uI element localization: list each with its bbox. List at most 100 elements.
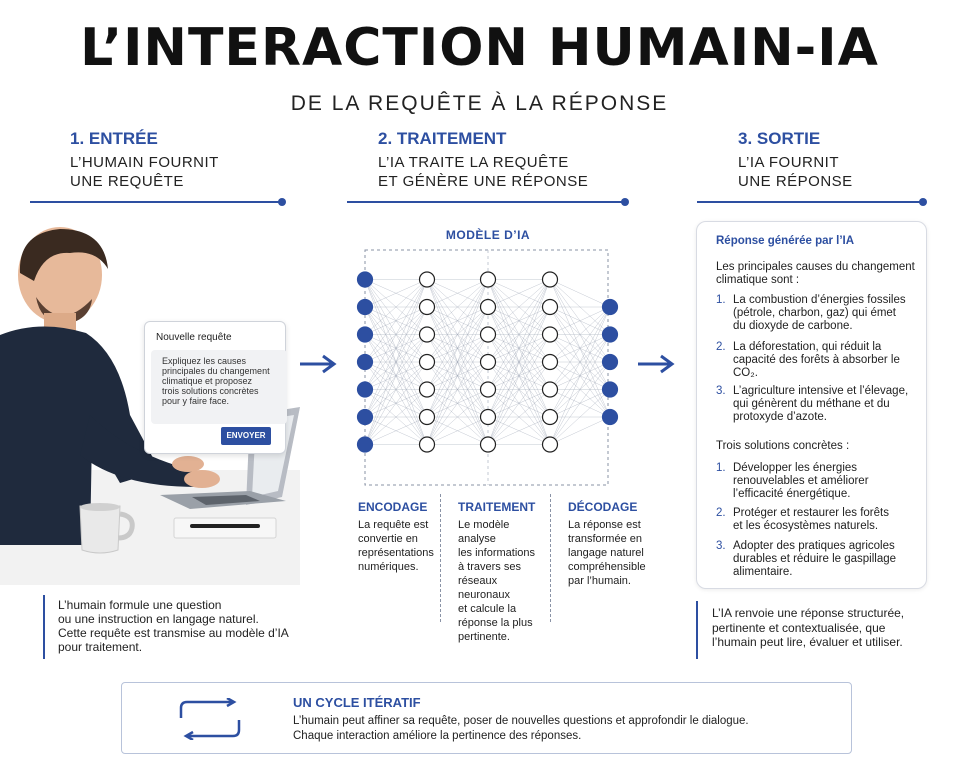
phase-decoding: DÉCODAGE La réponse est transformée en l… [568,500,658,588]
network-connection [426,389,489,445]
network-connection [549,389,611,445]
request-text-line: climatique et proposez [162,376,253,386]
list-text: Développer les énergies renouvelables et… [733,462,869,501]
network-connection [487,279,551,363]
phase-processing-text: Le modèle analyse les informations à tra… [458,518,548,644]
response-line: alimentaire. [733,566,793,578]
neuron-node [601,353,619,371]
network-connection [487,279,551,418]
neuron-node [601,326,619,343]
step-input-rule-dot [278,198,286,206]
list-number: 3. [716,540,726,552]
network-connection [487,416,551,445]
step-output-line2: UNE RÉPONSE [738,173,853,190]
network-connection [487,279,551,445]
response-line: Les principales causes du changement [716,261,915,273]
phase-decoding-title: DÉCODAGE [568,500,638,514]
network-connection [426,279,489,363]
phase-line: transformée en [568,533,642,545]
phase-decoding-text: La réponse est transformée en langage na… [568,518,658,588]
neuron-node [541,326,559,343]
input-caption-line: Cette requête est transmise au modèle d’… [58,626,289,640]
step-processing-title: 2. TRAITEMENT [378,129,507,148]
network-connection [426,279,489,445]
phase-line: langage naturel [568,547,644,559]
step-input-title: 1. ENTRÉE [70,129,158,148]
neuron-node [541,298,559,316]
step-processing-line2: ET GÉNÈRE UNE RÉPONSE [378,173,589,190]
network-connection [487,279,551,390]
network-connection [364,279,428,363]
send-button[interactable]: ENVOYER [221,427,271,445]
response-line: et les écosystèmes naturels. [733,520,879,532]
phase-divider [550,494,551,622]
response-line: du dioxyde de carbone. [733,320,853,332]
neuron-node [418,408,436,426]
neuron-node [356,408,374,426]
list-item: 3. L’agriculture intensive et l’élevage,… [716,385,921,429]
mug-icon [79,503,135,554]
step-processing-rule-dot [621,198,629,206]
neuron-node [356,271,374,288]
model-frame [364,249,609,486]
iterative-cycle-box: UN CYCLE ITÉRATIF L’humain peut affiner … [121,682,852,754]
network-connection [364,389,428,445]
phase-line: Le modèle analyse [458,519,510,545]
list-text: La combustion d’énergies fossiles (pétro… [733,294,906,333]
request-text-input[interactable]: Expliquez les causes principales du chan… [151,350,287,424]
phase-divider [440,494,441,622]
step-input-line1: L’HUMAIN FOURNIT [70,154,219,171]
network-connection [487,389,551,445]
neuron-node [479,353,497,371]
network-connection [364,416,428,445]
input-caption-line: ou une instruction en langage naturel. [58,612,259,626]
cycle-line: Chaque interaction améliore la pertinenc… [293,730,582,742]
response-line: capacité des forêts à absorber le [733,354,900,366]
phase-processing: TRAITEMENT Le modèle analyse les informa… [458,500,548,644]
neuron-node [479,271,497,288]
refresh-cycle-icon [179,698,241,740]
neuron-node [601,381,619,398]
list-item: 2. La déforestation, qui réduit la capac… [716,341,921,385]
response-line: Protéger et restaurer les forêts [733,507,889,519]
network-connection [426,279,489,390]
neuron-node [356,381,374,398]
list-item: 1. La combustion d’énergies fossiles (pé… [716,294,921,341]
request-text-line: trois solutions concrètes [162,386,259,396]
phase-processing-title: TRAITEMENT [458,500,536,514]
neuron-node [418,436,436,453]
output-caption-line: l’humain peut lire, évaluer et utiliser. [712,635,903,649]
neuron-node [541,408,559,426]
phase-line: réseaux neuronaux [458,575,510,601]
response-line: durables et réduire le gaspillage [733,553,897,565]
step-processing-rule [347,201,625,203]
network-connection [549,279,611,308]
neural-network [356,249,619,486]
cycle-title: UN CYCLE ITÉRATIF [293,695,421,710]
network-connection [549,334,611,445]
step-output: 3. SORTIE L’IA FOURNIT UNE RÉPONSE [738,129,853,191]
list-item: 3. Adopter des pratiques agricoles durab… [716,540,921,584]
output-caption-line: pertinente et contextualisée, que [712,620,886,635]
step-processing: 2. TRAITEMENT L’IA TRAITE LA REQUÊTE ET … [378,129,588,191]
phase-line: compréhensible [568,561,646,573]
phase-line: convertie en [358,533,418,545]
neuron-node [356,298,374,316]
network-connection [549,416,611,445]
network-connection [487,361,551,445]
input-caption-line: L’humain formule une question [58,598,222,612]
arrow-right-icon [638,354,675,374]
request-text-line: principales du changement [162,366,270,376]
step-processing-line1: L’IA TRAITE LA REQUÊTE [378,154,569,171]
neuron-node [356,326,374,343]
phase-encoding: ENCODAGE La requête est convertie en rep… [358,500,443,574]
list-item: 2. Protéger et restaurer les forêts et l… [716,507,921,540]
network-connection [426,279,489,308]
output-caption-line: L’IA renvoie une réponse structurée, [712,606,905,620]
neuron-node [541,353,559,371]
network-connection [426,306,489,445]
phase-line: réponse la plus [458,617,533,629]
list-text: L’agriculture intensive et l’élevage, qu… [733,385,908,424]
phase-line: à travers ses [458,561,521,573]
neuron-node [418,298,436,316]
